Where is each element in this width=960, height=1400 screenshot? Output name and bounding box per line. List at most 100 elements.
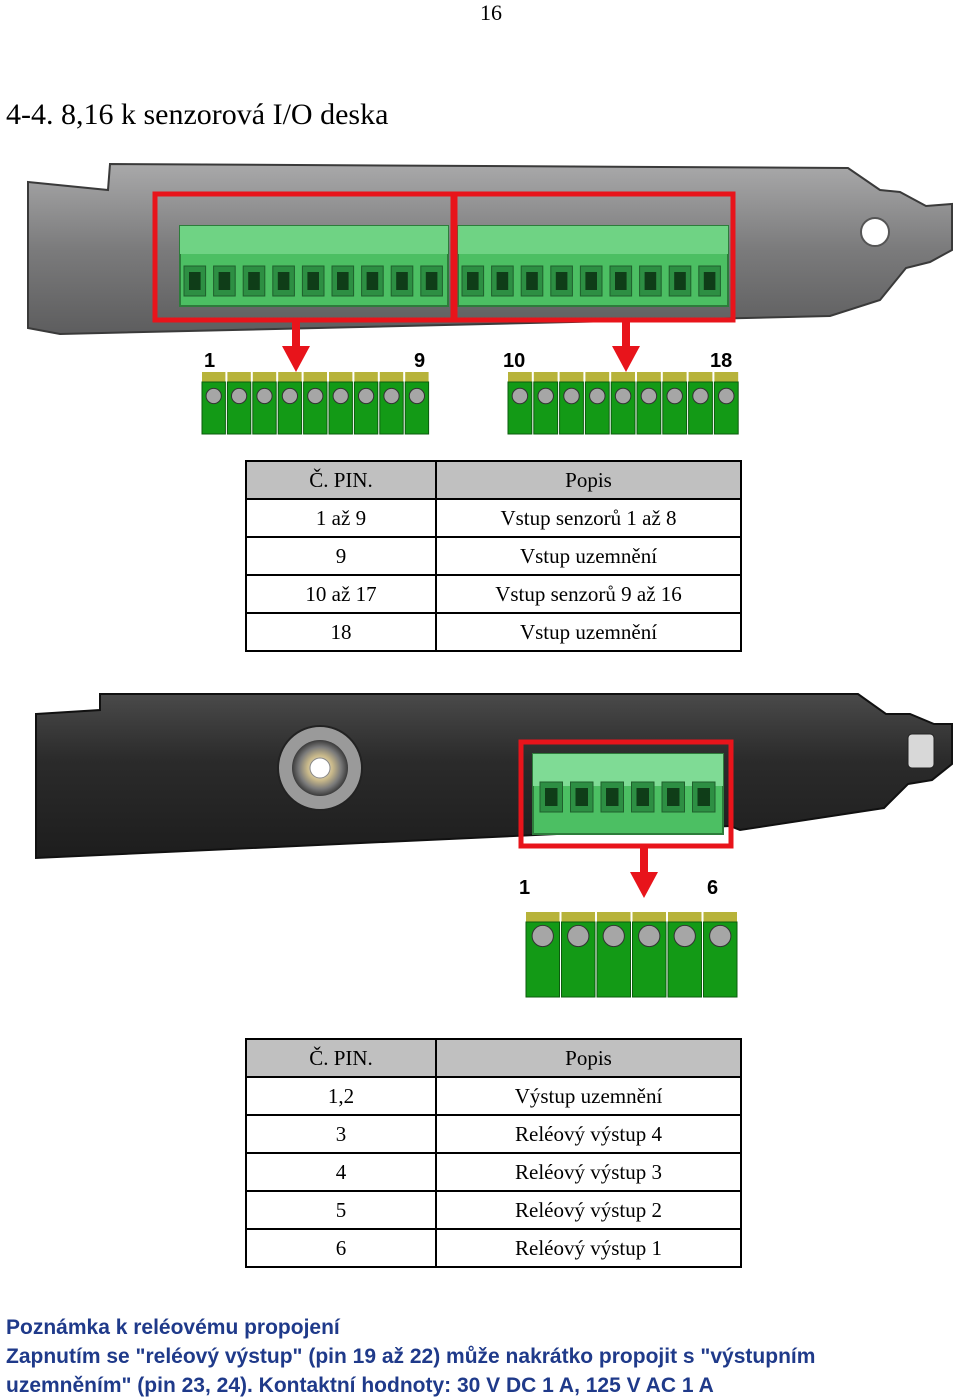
relay-board-illustration	[35, 693, 953, 998]
terminal-top	[329, 372, 353, 382]
connector-slot-opening	[396, 272, 408, 290]
relay-connector-slots	[539, 781, 716, 813]
terminal-top	[278, 372, 302, 382]
table-row: 4 Reléový výstup 3	[245, 1152, 742, 1192]
connector-block-1-slots	[183, 265, 443, 297]
bracket-screw-slot	[907, 733, 935, 769]
description-cell: Reléový výstup 1	[435, 1228, 742, 1268]
terminal-screw-icon	[563, 387, 580, 405]
relay-pin-table: Č. PIN. Popis 1,2 Výstup uzemnění 3 Relé…	[245, 1038, 742, 1268]
terminal-screw-icon	[640, 387, 658, 405]
terminal-top	[662, 372, 687, 382]
pin-label-10: 10	[503, 350, 526, 372]
description-cell: Vstup senzorů 1 až 8	[435, 498, 742, 538]
terminal-top	[561, 912, 595, 922]
connector-slot-opening	[555, 272, 568, 290]
sensor-board-illustration	[27, 162, 953, 435]
terminal-top	[611, 372, 635, 382]
section-title: 4-4. 8,16 k senzorová I/O deska	[6, 98, 389, 131]
connector-slot-opening	[337, 272, 349, 290]
terminal-top	[227, 372, 251, 382]
column-header-description: Popis	[435, 1038, 742, 1078]
terminal-top	[714, 372, 739, 382]
terminal-top	[637, 372, 661, 382]
description-cell: Reléový výstup 4	[435, 1114, 742, 1154]
description-cell: Reléový výstup 2	[435, 1190, 742, 1230]
terminal-screw-icon	[332, 387, 349, 405]
connector-slot-opening	[615, 272, 627, 290]
note-title: Poznámka k reléovému propojení	[6, 1316, 340, 1339]
table-header-row: Č. PIN. Popis	[245, 460, 742, 500]
table-row: 3 Reléový výstup 4	[245, 1114, 742, 1154]
connector-slot-opening	[189, 272, 201, 290]
connector-slot-opening	[585, 272, 597, 290]
connector-slot-opening	[496, 272, 509, 290]
connector-slot-opening	[425, 272, 438, 290]
note-line: Zapnutím se "reléový výstup" (pin 19 až …	[6, 1345, 816, 1368]
terminal-top	[303, 372, 327, 382]
terminal-screw-icon	[589, 387, 606, 405]
terminal-screw-icon	[718, 387, 735, 405]
description-cell: Reléový výstup 3	[435, 1152, 742, 1192]
connector-slot-opening	[667, 788, 680, 806]
terminal-screw-icon	[614, 387, 632, 405]
terminal-screw-icon	[567, 924, 590, 948]
terminal-top	[202, 372, 226, 382]
pin-label-18: 18	[710, 350, 733, 372]
table-row: 10 až 17 Vstup senzorů 9 až 16	[245, 574, 742, 614]
sensor-pin-table: Č. PIN. Popis 1 až 9 Vstup senzorů 1 až …	[245, 460, 742, 652]
terminal-cell	[525, 921, 560, 998]
relay-pin-label-6: 6	[707, 877, 719, 899]
relay-terminal-strip	[525, 912, 738, 998]
relay-pin-label-1: 1	[519, 877, 531, 899]
connector-slot-opening	[636, 788, 649, 806]
terminal-screw-icon	[511, 387, 529, 405]
connector-slot-opening	[277, 272, 290, 290]
note-line: uzemněním" (pin 23, 24). Kontaktní hodno…	[6, 1374, 714, 1397]
arrow-down-icon	[612, 322, 640, 372]
terminal-screw-icon	[537, 387, 554, 405]
connector-slot-opening	[526, 272, 538, 290]
pin-cell: 18	[245, 612, 437, 652]
column-header-pin: Č. PIN.	[245, 460, 437, 500]
connector-slot-opening	[248, 272, 260, 290]
pin-cell: 4	[245, 1152, 437, 1192]
connector-slot-opening	[467, 272, 479, 290]
table-row: 1,2 Výstup uzemnění	[245, 1076, 742, 1116]
pin-cell: 1,2	[245, 1076, 437, 1116]
terminal-screw-icon	[709, 924, 732, 948]
terminal-screw-icon	[692, 387, 709, 405]
terminal-screw-icon	[230, 387, 248, 405]
terminal-top	[508, 372, 532, 382]
audio-jack-icon	[277, 725, 363, 811]
table-row: 5 Reléový výstup 2	[245, 1190, 742, 1230]
pin-cell: 10 až 17	[245, 574, 437, 614]
terminal-screw-icon	[383, 387, 400, 405]
arrow-down-icon	[282, 322, 310, 372]
table-header-row: Č. PIN. Popis	[245, 1038, 742, 1078]
relay-bracket	[35, 693, 953, 860]
terminal-top	[559, 372, 584, 382]
description-cell: Vstup senzorů 9 až 16	[435, 574, 742, 614]
arrow-down-icon	[630, 848, 658, 898]
terminal-top	[379, 372, 404, 382]
terminal-top	[703, 912, 737, 922]
connector-slot-opening	[697, 788, 710, 806]
terminal-screw-icon	[357, 387, 375, 405]
description-cell: Vstup uzemnění	[435, 612, 742, 652]
terminal-top	[585, 372, 610, 382]
column-header-pin: Č. PIN.	[245, 1038, 437, 1078]
terminal-screw-icon	[638, 924, 661, 948]
sensor-terminal-strip-1	[201, 372, 430, 435]
description-cell: Výstup uzemnění	[435, 1076, 742, 1116]
pin-cell: 3	[245, 1114, 437, 1154]
connector-slot-opening	[366, 272, 379, 290]
terminal-screw-icon	[666, 387, 683, 405]
terminal-screw-icon	[531, 924, 554, 948]
connector-block-2-slots	[461, 265, 721, 297]
terminal-top	[354, 372, 378, 382]
terminal-top	[405, 372, 429, 382]
sensor-terminal-strip-2	[507, 372, 739, 435]
table-row: 18 Vstup uzemnění	[245, 612, 742, 652]
connector-slot-opening	[307, 272, 319, 290]
